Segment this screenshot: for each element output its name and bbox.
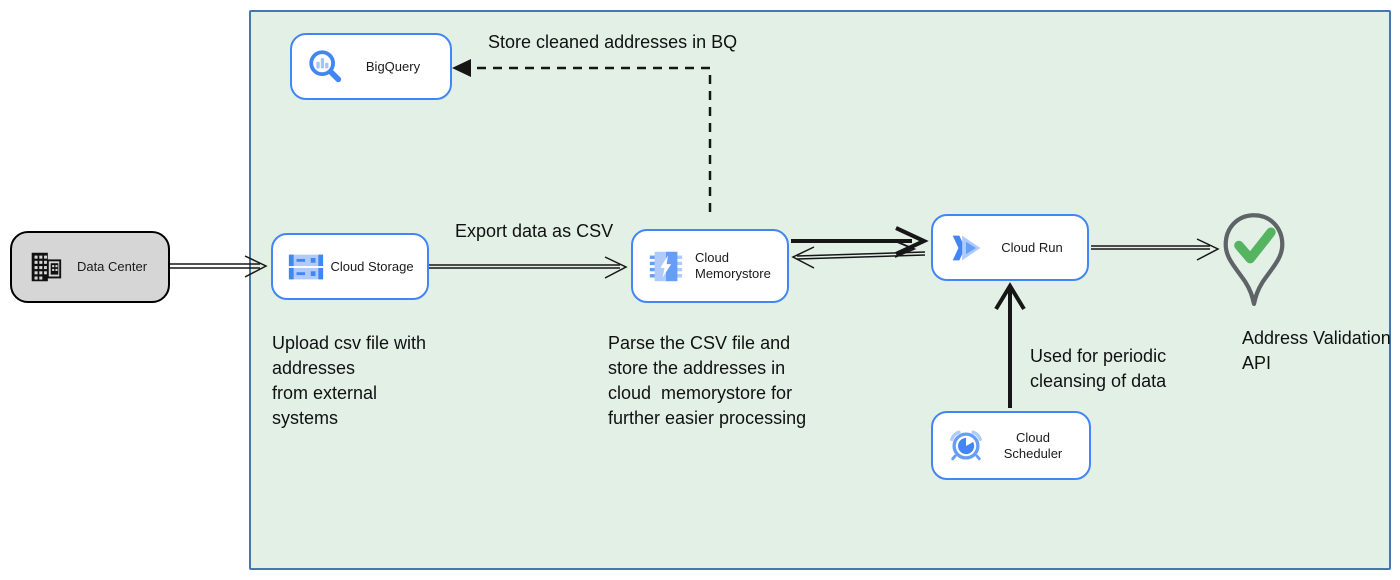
gcp-boundary-box — [249, 10, 1391, 570]
label-address-validation-api: Address Validation API — [1242, 328, 1391, 373]
node-label-cloud-scheduler: Cloud Scheduler — [1003, 429, 1063, 461]
cloud-memorystore-icon — [647, 247, 685, 285]
label-store-cleaned-addresses: Store cleaned addresses in BQ — [488, 32, 738, 52]
cloud-storage-icon — [287, 248, 325, 286]
node-cloud-scheduler[interactable]: Cloud Scheduler — [931, 411, 1091, 480]
node-cloud-storage[interactable]: Cloud Storage — [271, 233, 429, 300]
node-label-cloud-storage: Cloud Storage — [330, 258, 414, 274]
cloud-scheduler-icon — [947, 427, 985, 465]
label-periodic-cleansing-note: Used for periodic cleansing of data — [1030, 346, 1167, 391]
label-parse-csv-note: Parse the CSV file and store the address… — [608, 333, 807, 428]
node-label-cloud-run: Cloud Run — [1001, 239, 1063, 255]
node-cloud-memorystore[interactable]: Cloud Memorystore — [631, 229, 789, 303]
label-upload-csv-note: Upload csv file with addresses from exte… — [272, 333, 427, 428]
address-validation-pin-icon[interactable] — [1221, 210, 1287, 328]
node-data-center[interactable]: Data Center — [10, 231, 170, 303]
node-label-cloud-memorystore: Cloud Memorystore — [695, 250, 771, 281]
bigquery-icon — [306, 48, 344, 86]
node-label-data-center: Data Center — [76, 259, 148, 274]
node-bigquery[interactable]: BigQuery — [290, 33, 452, 100]
label-export-data-as-csv: Export data as CSV — [455, 221, 614, 241]
node-label-bigquery: BigQuery — [365, 58, 421, 74]
data-center-building-icon — [26, 248, 64, 286]
cloud-run-icon — [947, 229, 985, 267]
node-cloud-run[interactable]: Cloud Run — [931, 214, 1089, 281]
